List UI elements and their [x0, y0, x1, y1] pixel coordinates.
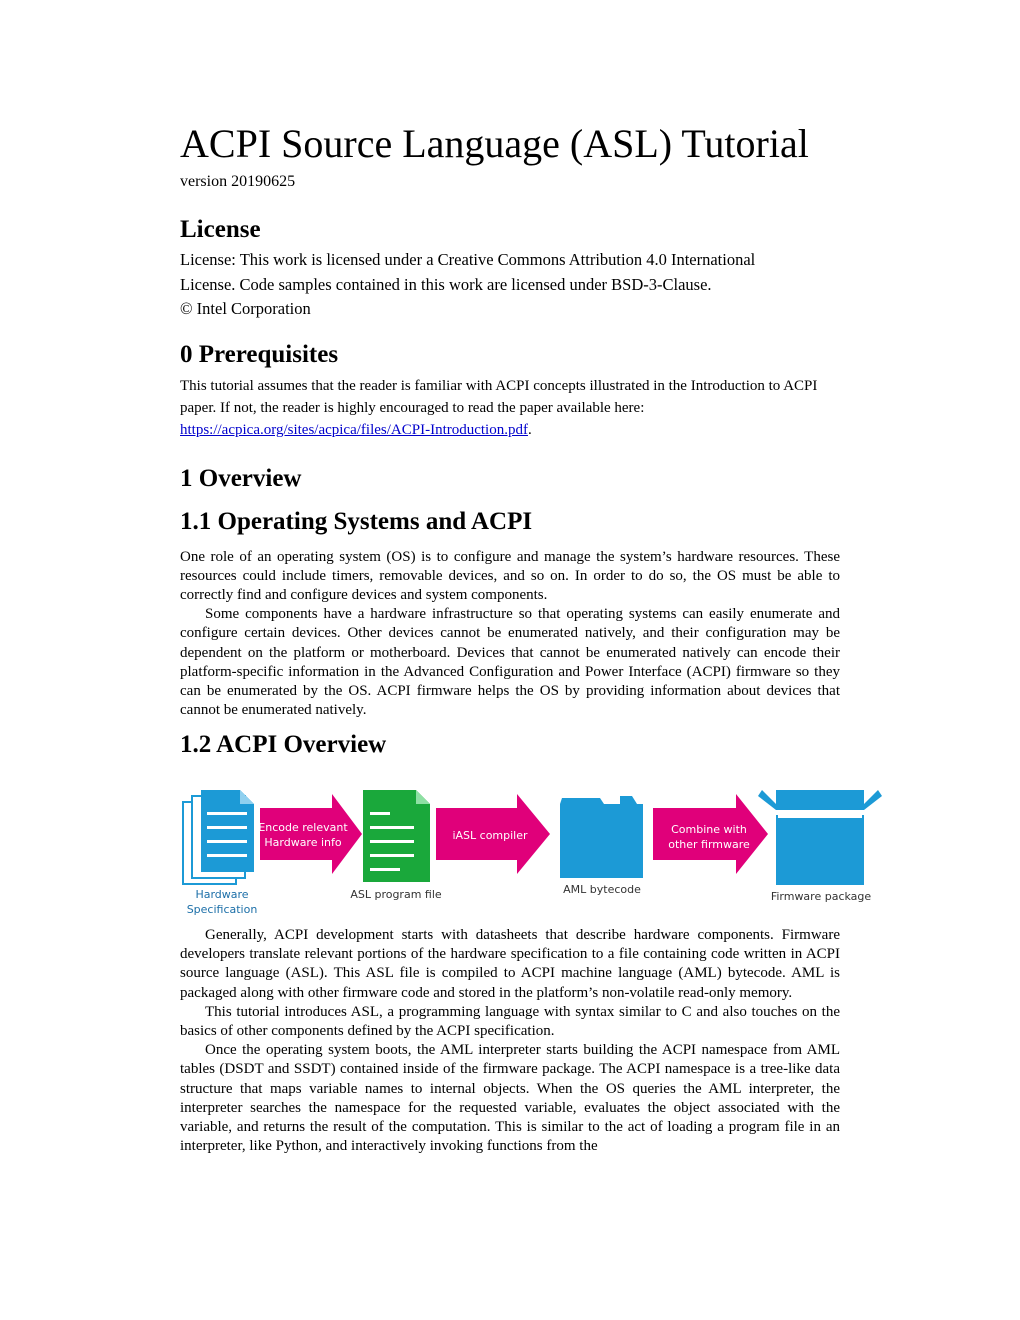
document-title: ACPI Source Language (ASL) Tutorial: [180, 121, 809, 166]
firmware-package-label: Firmware package: [771, 890, 872, 903]
acpi-introduction-link[interactable]: https://acpica.org/sites/acpica/files/AC…: [180, 421, 528, 438]
license-line: License. Code samples contained in this …: [180, 274, 712, 294]
prerequisites-body: This tutorial assumes that the reader is…: [180, 375, 840, 441]
acpi-flow-diagram: Hardware Specification Encode relevant H…: [180, 786, 890, 926]
os-acpi-paragraph-2: Some components have a hardware infrastr…: [180, 606, 840, 719]
license-heading: License: [180, 216, 261, 243]
encode-arrow-label-2: Hardware info: [264, 836, 342, 849]
license-line: License: This work is licensed under a C…: [180, 250, 756, 269]
overview-heading: 1 Overview: [180, 464, 302, 492]
aml-folder-icon: [560, 796, 643, 878]
license-body: License: This work is licensed under a C…: [180, 248, 840, 322]
hardware-spec-document-icon: [182, 790, 254, 885]
hw-doc-front: [201, 790, 254, 872]
encode-arrow-shape: [260, 794, 362, 874]
acpi-overview-paragraph-1: Generally, ACPI development starts with …: [180, 927, 840, 1001]
copyright-line: © Intel Corporation: [180, 299, 311, 318]
prerequisites-period: .: [527, 421, 532, 438]
combine-arrow-label-2: other firmware: [668, 838, 750, 851]
acpi-overview-paragraph-3: Once the operating system boots, the AML…: [180, 1042, 840, 1155]
aml-bytecode-label: AML bytecode: [563, 883, 641, 896]
encode-arrow-label-1: Encode relevant: [258, 821, 348, 834]
iasl-arrow-shape: [436, 794, 550, 874]
os-acpi-body: One role of an operating system (OS) is …: [180, 548, 840, 721]
acpi-overview-paragraph-2: This tutorial introduces ASL, a programm…: [180, 1003, 840, 1040]
hardware-spec-label-1: Hardware: [195, 888, 248, 901]
os-acpi-paragraph-1: One role of an operating system (OS) is …: [180, 548, 840, 603]
combine-arrow-label-1: Combine with: [671, 823, 747, 836]
document-version: version 20190625: [180, 173, 296, 190]
combine-arrow-shape: [653, 794, 768, 874]
hardware-spec-label-2: Specification: [187, 903, 258, 916]
prerequisites-heading: 0 Prerequisites: [180, 340, 339, 368]
iasl-compiler-label: iASL compiler: [452, 829, 528, 842]
asl-file-icon: [363, 790, 430, 882]
os-acpi-heading: 1.1 Operating Systems and ACPI: [180, 507, 533, 535]
acpi-overview-heading: 1.2 ACPI Overview: [180, 731, 387, 759]
prerequisites-text: This tutorial assumes that the reader is…: [180, 377, 818, 416]
firmware-package-icon: [758, 790, 882, 885]
document-page: ACPI Source Language (ASL) Tutorial vers…: [180, 118, 840, 761]
asl-file-label: ASL program file: [350, 888, 442, 901]
acpi-overview-body: Generally, ACPI development starts with …: [180, 926, 840, 1156]
